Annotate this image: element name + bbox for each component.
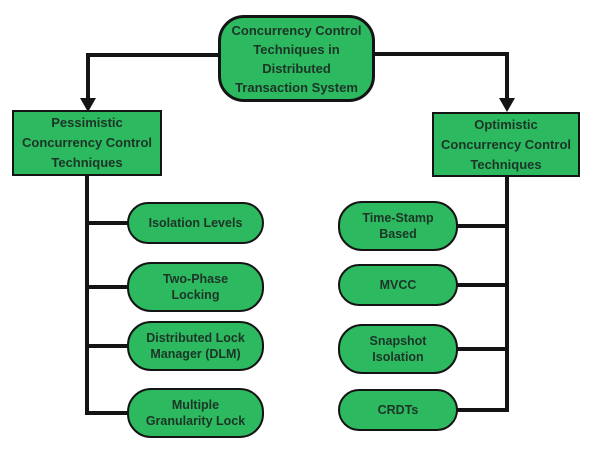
arrowhead-left-icon bbox=[80, 98, 96, 112]
edge-root-to-left bbox=[86, 53, 218, 100]
node-isolation-levels: Isolation Levels bbox=[127, 202, 264, 244]
node-mvcc: MVCC bbox=[338, 264, 458, 306]
arrowhead-right-icon bbox=[499, 98, 515, 112]
node-crdts: CRDTs bbox=[338, 389, 458, 431]
edge-root-to-right bbox=[375, 52, 509, 100]
